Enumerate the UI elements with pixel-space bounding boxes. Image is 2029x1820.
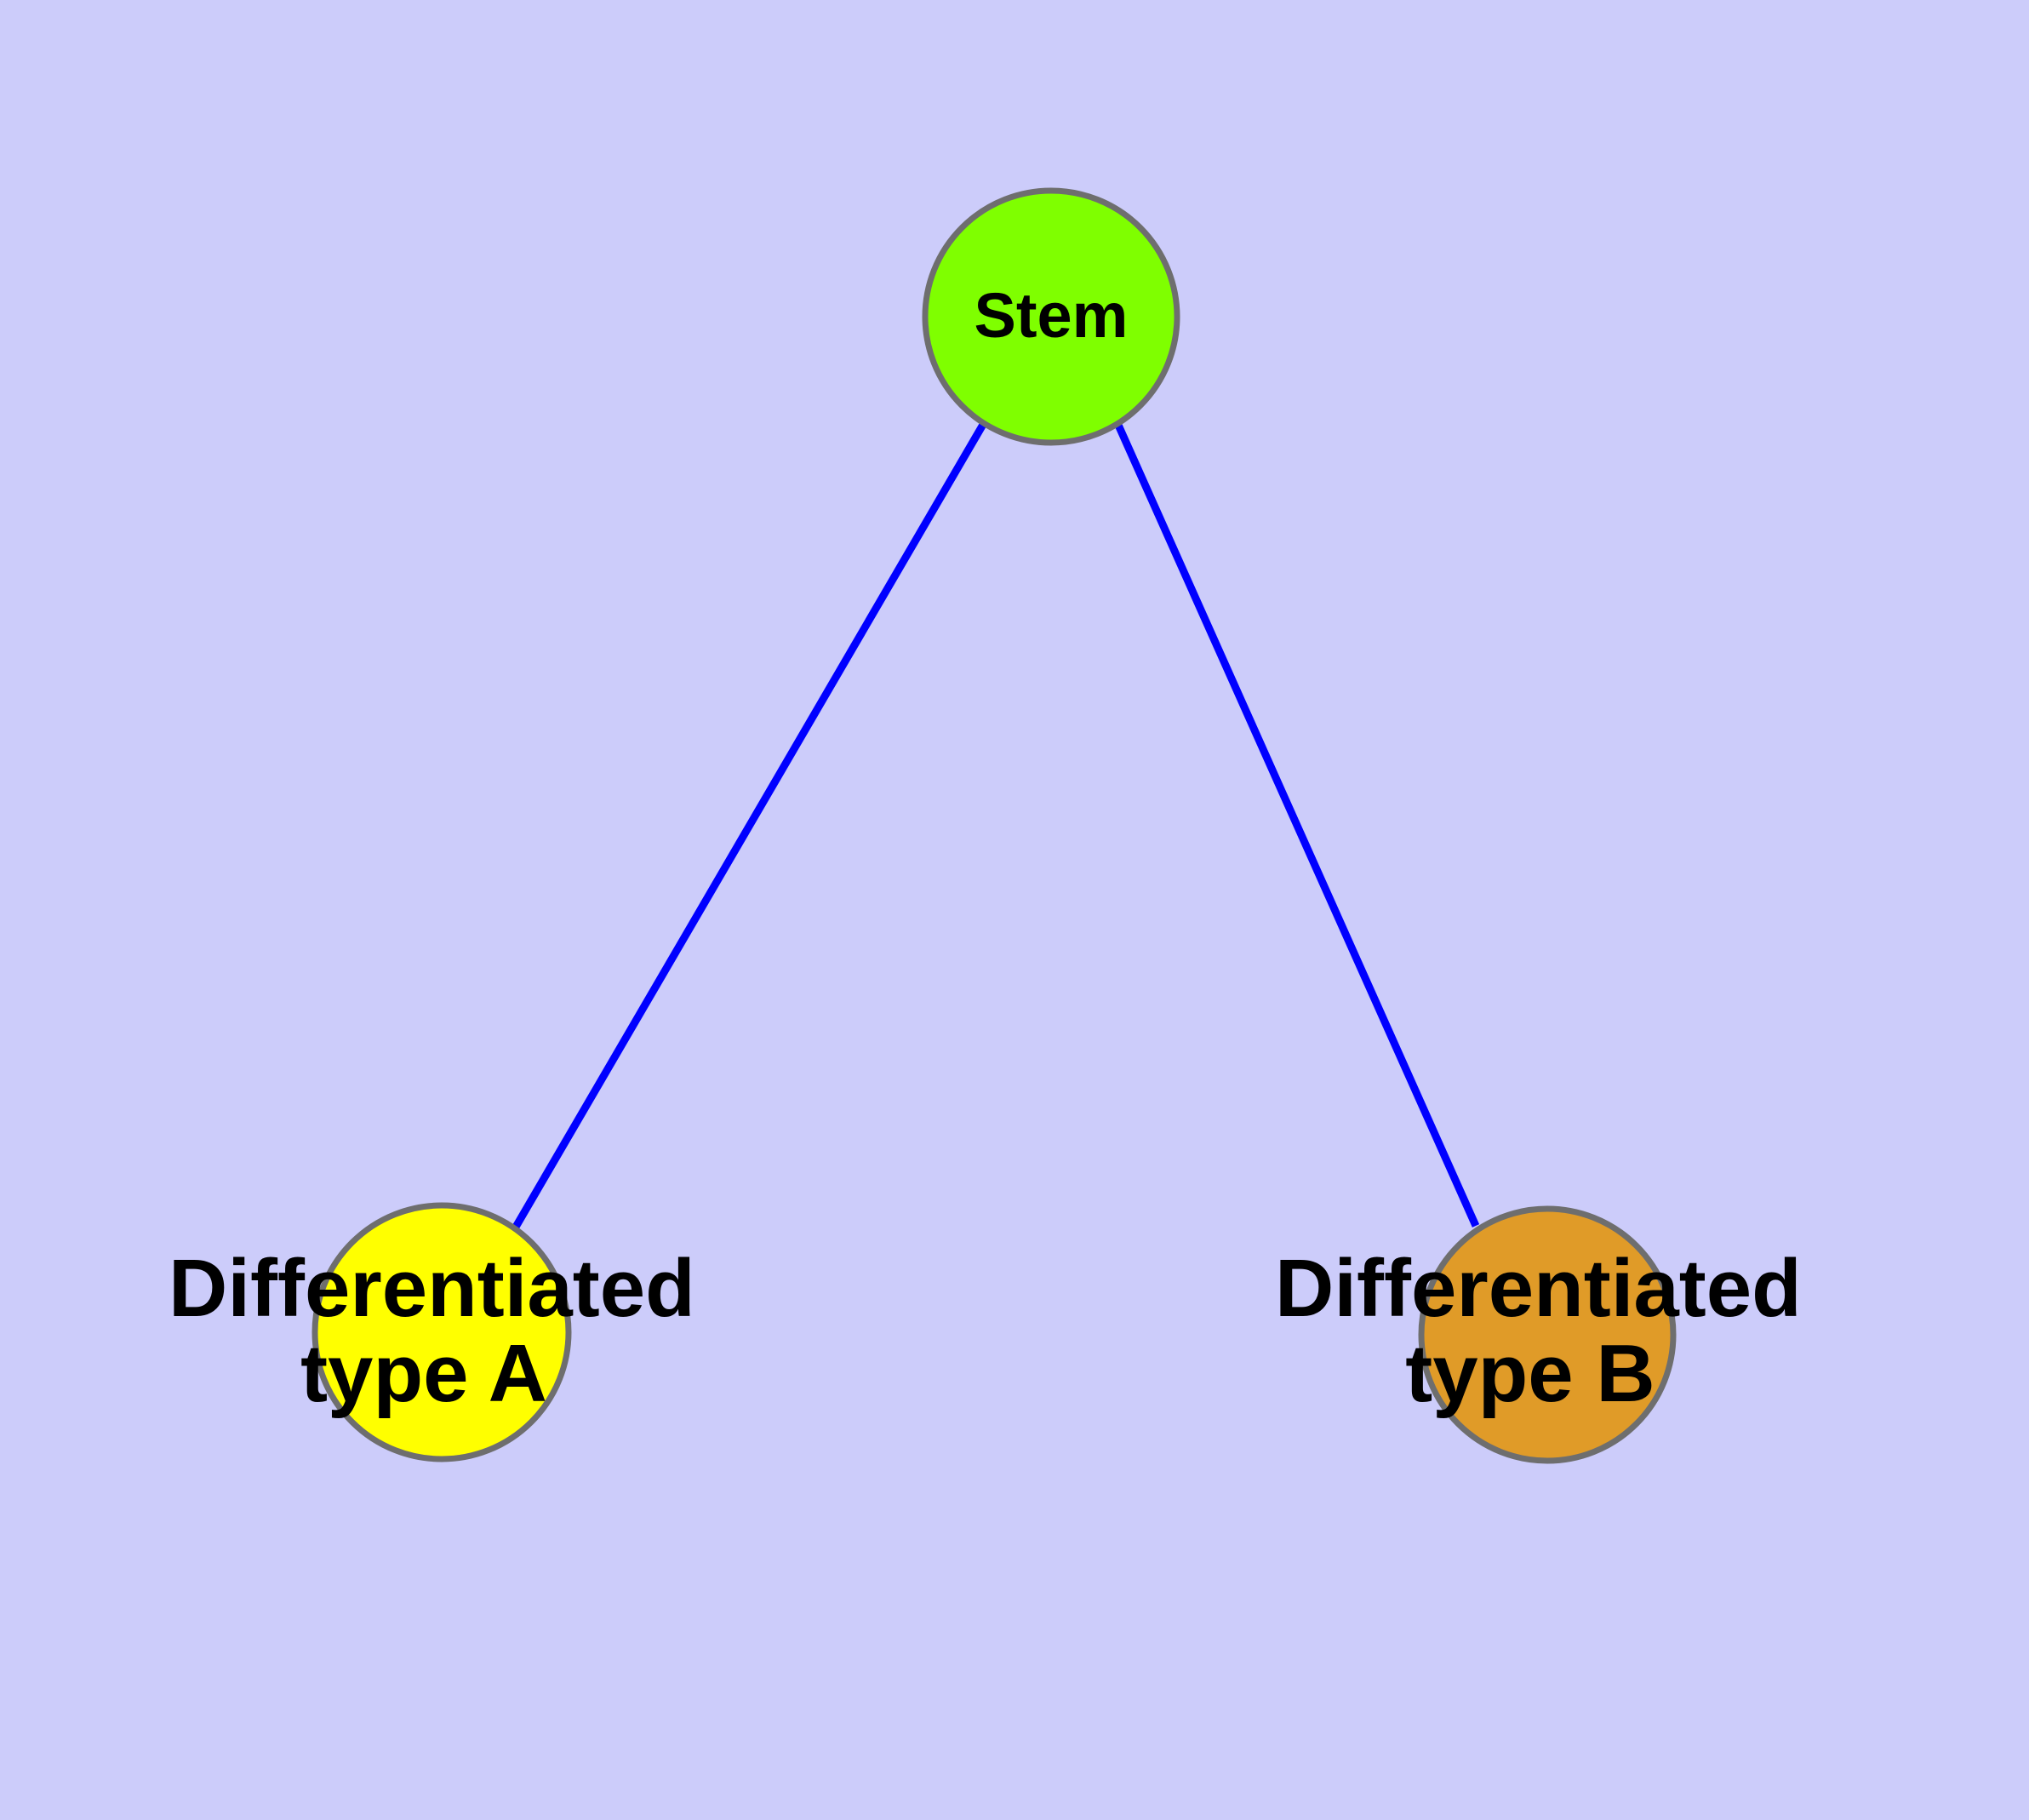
edge-stem-to-differentiated-type-a[interactable]: [512, 421, 987, 1231]
node-differentiated-type-a[interactable]: [311, 1202, 572, 1462]
edges-group: [512, 421, 1480, 1231]
node-stem[interactable]: [922, 187, 1180, 446]
edge-stem-to-differentiated-type-b[interactable]: [1113, 421, 1480, 1228]
node-differentiated-type-b[interactable]: [1418, 1205, 1677, 1464]
nodes-group: [311, 187, 1677, 1464]
